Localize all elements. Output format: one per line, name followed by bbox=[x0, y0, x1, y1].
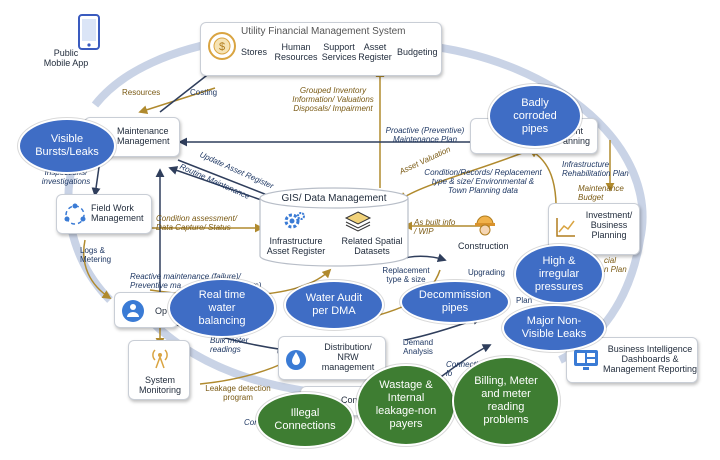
distribution-nrw-node[interactable]: Distribution/ NRW management bbox=[278, 336, 386, 380]
proactive-maintenance-annotation: Proactive (Preventive) Maintenance Plan bbox=[385, 126, 465, 144]
condition-records-annotation: Condition/Records/ Replacement type & si… bbox=[424, 168, 542, 195]
svg-text:$: $ bbox=[219, 41, 225, 53]
infrastructure-rehab-annotation: Infrastructure Rehabilitation Plan bbox=[562, 160, 629, 178]
financial-plan-annotation: cial n Plan bbox=[604, 256, 627, 274]
condition-assessment-annotation: Condition assessment/ Data Capture/ Stat… bbox=[156, 214, 237, 232]
field-work-management-node[interactable]: Field Work Management bbox=[56, 194, 152, 234]
ufms-stores: Stores bbox=[241, 47, 268, 57]
field-work-label: Field Work Management bbox=[91, 203, 144, 223]
bubble-real-time-water-balancing: Real time water balancing bbox=[168, 278, 276, 338]
ufms-asset-register: Asset Register bbox=[358, 42, 392, 62]
bubble-water-audit-per-dma: Water Audit per DMA bbox=[284, 280, 384, 330]
ufms-human-resources: Human Resources bbox=[274, 42, 318, 62]
plan-annotation: Plan bbox=[516, 296, 533, 305]
bubble-major-non-visible-leaks: Major Non- Visible Leaks bbox=[502, 304, 606, 352]
ufms-budgeting: Budgeting bbox=[397, 47, 438, 57]
mobile-phone-icon bbox=[78, 14, 100, 50]
business-intelligence-label: Business Intelligence Dashboards & Manag… bbox=[602, 344, 698, 374]
operations-label: Op bbox=[155, 306, 168, 316]
public-mobile-app-label: Public Mobile App bbox=[43, 48, 89, 68]
utility-financial-management-system[interactable]: $ Utility Financial Management System St… bbox=[200, 22, 442, 76]
construction-worker-icon bbox=[475, 215, 495, 236]
bubble-wastage-internal-leakage: Wastage & Internal leakage-non payers bbox=[356, 364, 456, 446]
operations-node[interactable]: Op bbox=[114, 292, 178, 328]
construction-label: Construction bbox=[458, 241, 509, 251]
investment-business-planning-node[interactable]: Investment/ Business Planning bbox=[548, 203, 640, 255]
gis-title: GIS/ Data Management bbox=[281, 193, 387, 204]
database-cylinder-shape bbox=[259, 187, 409, 267]
cons-annotation: Cons bbox=[244, 418, 263, 427]
dollar-coin-icon: $ bbox=[208, 32, 236, 60]
gis-related-spatial-datasets: Related Spatial Datasets bbox=[341, 236, 403, 256]
bubble-illegal-connections: Illegal Connections bbox=[256, 392, 354, 448]
operations-network-icon bbox=[122, 300, 144, 322]
system-monitoring-label: System Monitoring bbox=[138, 375, 182, 395]
bubble-high-irregular-pressures: High & irregular pressures bbox=[514, 244, 604, 304]
as-built-annotation: As built info / WIP bbox=[414, 218, 456, 236]
logs-metering-annotation: Logs & Metering bbox=[80, 246, 112, 264]
system-monitoring-node[interactable]: System Monitoring bbox=[128, 340, 190, 400]
gear-icon bbox=[284, 212, 305, 229]
water-drop-icon bbox=[286, 350, 306, 370]
connecting-annotation: Connecti lo bbox=[446, 360, 478, 378]
bubble-badly-corroded-pipes: Badly corroded pipes bbox=[488, 84, 582, 148]
consumer-label: Con bbox=[341, 395, 358, 405]
leakage-detection-annotation: Leakage detection program bbox=[205, 384, 271, 402]
ufms-title: Utility Financial Management System bbox=[241, 26, 406, 37]
bubble-decommission-pipes: Decommission pipes bbox=[400, 280, 510, 324]
resources-annotation: Resources bbox=[122, 88, 161, 97]
bulk-meter-annotation: Bulk meter readings bbox=[210, 336, 249, 354]
field-work-cycle-icon bbox=[64, 203, 86, 225]
business-intelligence-node[interactable]: Business Intelligence Dashboards & Manag… bbox=[566, 337, 698, 383]
antenna-signal-icon bbox=[152, 349, 168, 369]
investment-label: Investment/ Business Planning bbox=[585, 210, 633, 240]
bubble-visible-bursts-leaks: Visible Bursts/Leaks bbox=[18, 118, 116, 174]
maintenance-management-label: Maintenance Management bbox=[117, 126, 170, 146]
demand-analysis-annotation: Demand Analysis bbox=[402, 338, 434, 356]
reactive-maintenance-annotation: Reactive maintenance (failure)/ Preventi… bbox=[130, 272, 241, 290]
bubble-billing-meter-problems: Billing, Meter and meter reading problem… bbox=[452, 356, 560, 446]
distribution-label: Distribution/ NRW management bbox=[321, 342, 375, 372]
layers-icon bbox=[344, 211, 372, 232]
gis-data-management-node[interactable]: GIS/ Data Management Infrastructure Asse… bbox=[258, 186, 410, 268]
upgrading-annotation: Upgrading bbox=[468, 268, 505, 277]
line-chart-icon bbox=[556, 218, 575, 237]
ufms-support-services: Support Services bbox=[321, 42, 357, 62]
replacement-annotation: Replacement type & size bbox=[382, 266, 430, 284]
gis-infrastructure-asset-register: Infrastructure Asset Register bbox=[266, 236, 326, 256]
grouped-inventory-annotation: Grouped Inventory Information/ Valuation… bbox=[292, 86, 374, 113]
maintenance-budget-annotation: Maintenance Budget bbox=[578, 184, 624, 202]
dashboard-monitor-icon bbox=[574, 350, 598, 370]
costing-annotation: Costing bbox=[190, 88, 218, 97]
